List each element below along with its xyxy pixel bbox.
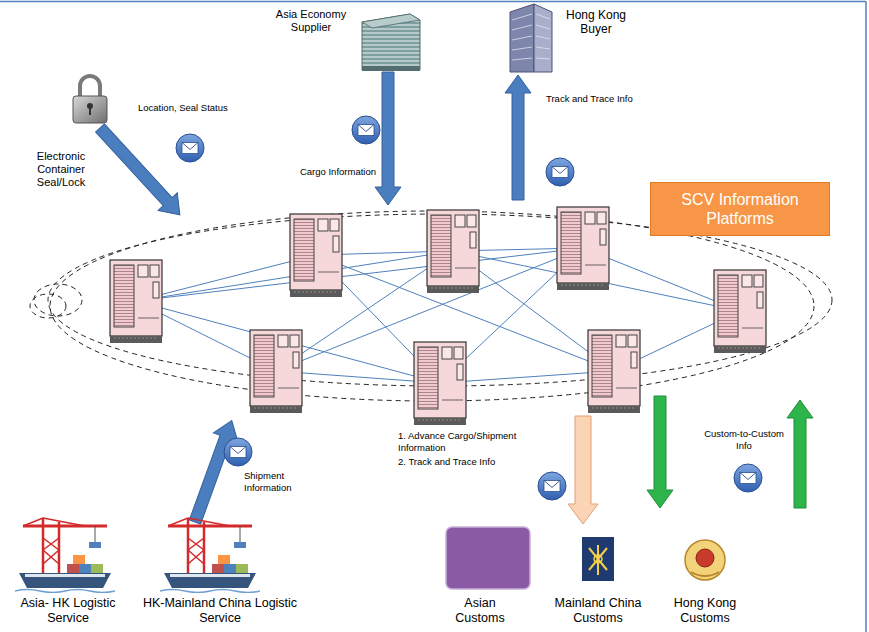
- buyer-tower: [512, 36, 532, 40]
- buyer-tower: [536, 47, 550, 49]
- buyer-tower: [536, 14, 550, 19]
- port-crane-icon: [15, 518, 260, 593]
- customs-emblem: [582, 537, 614, 581]
- server-icon: [250, 330, 302, 413]
- message-icon: [176, 134, 204, 162]
- frame-line: [865, 2, 867, 632]
- customs-label: Mainland China Customs: [543, 596, 653, 626]
- customs-emblem: [594, 555, 602, 563]
- node-text: Asia- HK Logistic Service: [8, 596, 128, 626]
- port-crane-icon: [160, 518, 260, 593]
- service-label: Asia- HK Logistic Service: [8, 596, 128, 626]
- customs-emblem: [685, 540, 725, 580]
- message-icon: [546, 158, 574, 186]
- message-icon: [176, 116, 762, 500]
- server-links: [136, 255, 316, 301]
- frame-line: [0, 1, 866, 3]
- customs-emblem: [696, 549, 714, 567]
- buyer-tower: [536, 58, 550, 59]
- flow-arrow: [505, 75, 531, 200]
- node-text: Hong Kong Buyer: [556, 8, 636, 37]
- flow-label: Shipment Information: [244, 470, 300, 494]
- flow-label: Custom-to-Custom Info: [702, 428, 786, 452]
- supplier-building: [362, 14, 420, 71]
- server-icon: [714, 270, 766, 353]
- node-text: Asia Economy Supplier: [268, 8, 354, 34]
- flow-arrow: [183, 416, 244, 526]
- server-icon: [290, 214, 342, 297]
- customs-label: Asian Customs: [445, 596, 515, 626]
- message-icon: [734, 464, 762, 492]
- customs-arrow: [787, 400, 813, 508]
- flow-label: Location, Seal Status: [138, 102, 268, 114]
- message-icon: [538, 472, 566, 500]
- customs-arrow: [568, 416, 598, 524]
- port-crane-icon: [15, 518, 115, 593]
- customs-emblem: [446, 527, 725, 589]
- server-icon: [588, 330, 640, 413]
- node-text: SCV Information Platforms: [659, 190, 821, 228]
- flow-label: 2. Track and Trace Info: [398, 456, 548, 468]
- supplier-building: [362, 14, 420, 70]
- flow-label: 1. Advance Cargo/Shipment Information: [398, 430, 548, 454]
- buyer-tower: [512, 14, 532, 20]
- buyer-tower: [512, 58, 532, 60]
- buyer-tower: [534, 4, 552, 72]
- customs-arrow: [568, 396, 813, 524]
- server-icon: [427, 210, 479, 293]
- supplier-building: [362, 66, 420, 71]
- node-text: Asian Customs: [445, 596, 515, 626]
- server-icon: [110, 207, 766, 425]
- padlock-icon: [80, 76, 100, 98]
- customs-emblem: [691, 572, 719, 576]
- buyer-tower: [536, 36, 550, 39]
- flow-arrow: [90, 119, 189, 223]
- buyer-tower: [510, 4, 534, 72]
- flow-label: Track and Trace Info: [546, 93, 666, 105]
- flow-arrow: [375, 72, 401, 205]
- padlock-icon: [73, 76, 107, 123]
- buyer-tower: [510, 4, 552, 72]
- customs-label: Hong Kong Customs: [665, 596, 745, 626]
- flow-label: Cargo Information: [280, 166, 376, 178]
- network-ring: [30, 294, 66, 318]
- service-label: HK-Mainland China Logistic Service: [140, 596, 300, 626]
- buyer-tower: [512, 47, 532, 50]
- server-icon: [414, 342, 466, 425]
- customs-emblem: [446, 527, 530, 589]
- supplier-building: [362, 14, 420, 28]
- buyer-tower: [536, 25, 550, 29]
- message-icon: [224, 438, 252, 466]
- node-text: Electronic Container Seal/Lock: [22, 150, 100, 190]
- buyer-tower: [512, 14, 550, 60]
- server-icon: [110, 260, 162, 343]
- platform-box: SCV Information Platforms: [650, 182, 830, 236]
- network-ring: [34, 284, 82, 316]
- node-text: HK-Mainland China Logistic Service: [140, 596, 300, 626]
- node-text: Hong Kong Customs: [665, 596, 745, 626]
- server-icon: [557, 207, 609, 290]
- message-icon: [352, 116, 380, 144]
- buyer-tower: [512, 25, 532, 30]
- node-text: Mainland China Customs: [543, 596, 653, 626]
- device-label: Electronic Container Seal/Lock: [22, 150, 100, 190]
- customs-emblem: [589, 545, 607, 575]
- party-label: Hong Kong Buyer: [556, 8, 636, 37]
- padlock-icon: [73, 96, 107, 123]
- party-label: Asia Economy Supplier: [268, 8, 354, 34]
- padlock-icon: [89, 107, 91, 115]
- customs-arrow: [647, 396, 673, 508]
